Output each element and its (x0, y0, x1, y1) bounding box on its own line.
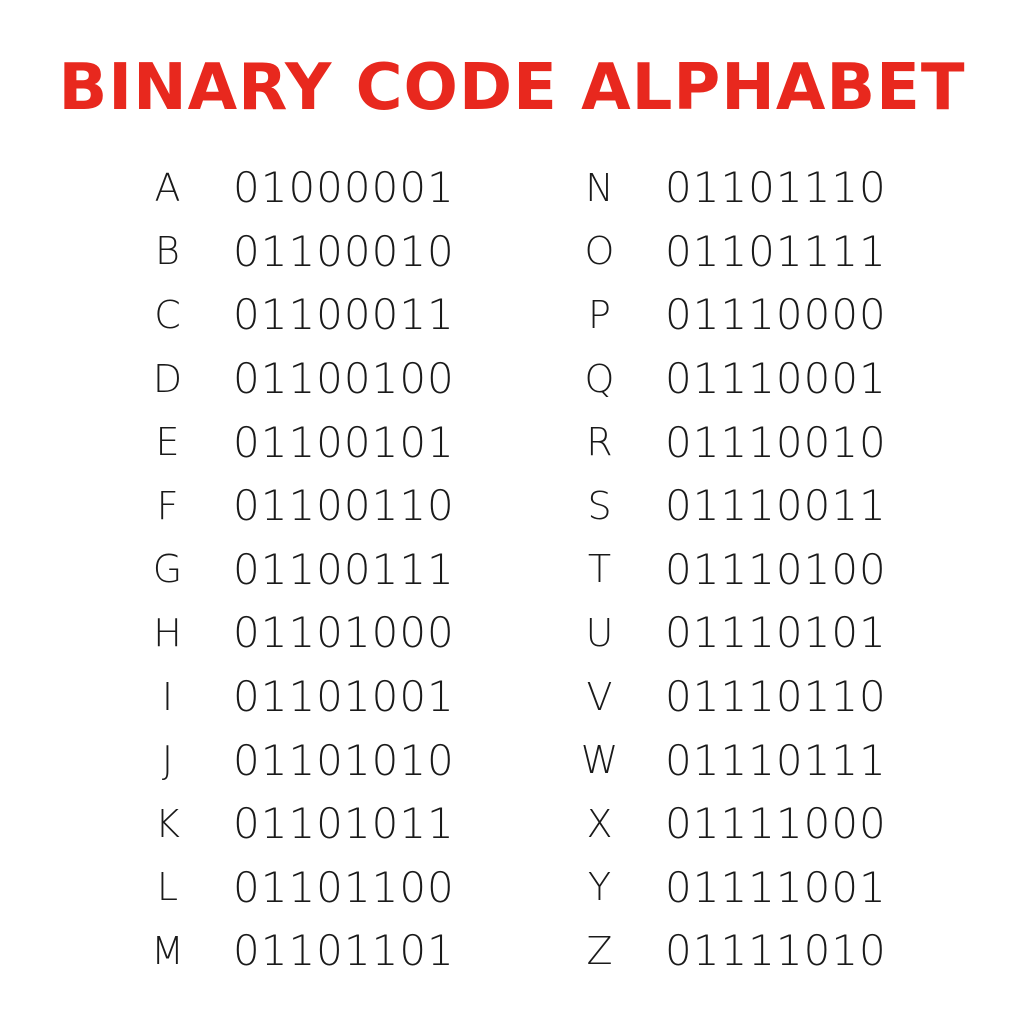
alphabet-row: N 01101110 (572, 156, 887, 220)
letter-label: X (586, 801, 613, 846)
letter-label: V (586, 674, 613, 719)
letter-label: J (161, 738, 174, 783)
binary-code: 01110101 (665, 608, 887, 658)
alphabet-row: V 01110110 (572, 665, 887, 729)
binary-code: 01101110 (665, 163, 887, 213)
letter-label: B (155, 229, 180, 274)
binary-code: 01101111 (665, 226, 887, 276)
alphabet-row: G 01100111 (140, 538, 455, 602)
letter-label: Y (587, 865, 612, 910)
letter-label: D (152, 356, 183, 401)
letter-label: F (156, 483, 179, 528)
alphabet-row: H 01101000 (140, 601, 455, 665)
letter-label: G (152, 547, 183, 592)
letter-label: M (151, 928, 184, 973)
binary-code: 01100100 (233, 354, 455, 404)
alphabet-row: D 01100100 (140, 347, 455, 411)
alphabet-row: K 01101011 (140, 792, 455, 856)
binary-code: 01101001 (233, 672, 455, 722)
letter-label: S (587, 483, 612, 528)
alphabet-row: U 01110101 (572, 601, 887, 665)
letter-label: T (587, 547, 612, 592)
letter-label: K (155, 801, 180, 846)
letter-label: N (585, 165, 614, 210)
alphabet-row: M 01101101 (140, 919, 455, 983)
binary-code: 01110110 (665, 672, 887, 722)
alphabet-row: X 01111000 (572, 792, 887, 856)
alphabet-row: C 01100011 (140, 283, 455, 347)
alphabet-row: Q 01110001 (572, 347, 887, 411)
binary-code: 01100111 (233, 544, 455, 594)
page-title: BINARY CODE ALPHABET (58, 51, 966, 125)
binary-code: 01101000 (233, 608, 455, 658)
alphabet-row: L 01101100 (140, 856, 455, 920)
alphabet-row: A 01000001 (140, 156, 455, 220)
alphabet-row: F 01100110 (140, 474, 455, 538)
alphabet-row: P 01110000 (572, 283, 887, 347)
binary-code: 01110100 (665, 544, 887, 594)
binary-code: 01100110 (233, 481, 455, 531)
alphabet-row: W 01110111 (572, 728, 887, 792)
alphabet-row: O 01101111 (572, 220, 887, 284)
binary-code: 01101101 (233, 926, 455, 976)
letter-label: I (161, 674, 174, 719)
binary-code: 01100011 (233, 290, 455, 340)
letter-label: H (153, 610, 182, 655)
binary-code: 01110000 (665, 290, 887, 340)
alphabet-row: Y 01111001 (572, 856, 887, 920)
letter-label: W (580, 738, 619, 783)
alphabet-row: R 01110010 (572, 410, 887, 474)
alphabet-row: J 01101010 (140, 728, 455, 792)
alphabet-row: T 01110100 (572, 538, 887, 602)
binary-code: 01111010 (665, 926, 887, 976)
alphabet-row: S 01110011 (572, 474, 887, 538)
alphabet-row: E 01100101 (140, 410, 455, 474)
letter-label: R (586, 420, 613, 465)
letter-label: Q (584, 356, 615, 401)
alphabet-row: Z 01111010 (572, 919, 887, 983)
binary-code: 01000001 (233, 163, 455, 213)
letter-label: Z (586, 928, 613, 973)
letter-label: U (585, 610, 614, 655)
binary-code: 01100101 (233, 417, 455, 467)
binary-code: 01110111 (665, 735, 887, 785)
letter-label: E (155, 420, 180, 465)
binary-code: 01111001 (665, 862, 887, 912)
binary-code: 01100010 (233, 226, 455, 276)
letter-label: O (584, 229, 615, 274)
binary-code: 01101010 (233, 735, 455, 785)
alphabet-row: B 01100010 (140, 220, 455, 284)
letter-label: P (588, 292, 611, 337)
binary-code: 01110001 (665, 354, 887, 404)
binary-code: 01101100 (233, 862, 455, 912)
letter-label: C (154, 292, 181, 337)
binary-code: 01110011 (665, 481, 887, 531)
letter-label: L (156, 865, 179, 910)
binary-code: 01101011 (233, 799, 455, 849)
binary-code: 01111000 (665, 799, 887, 849)
letter-label: A (154, 165, 181, 210)
binary-code: 01110010 (665, 417, 887, 467)
alphabet-row: I 01101001 (140, 665, 455, 729)
